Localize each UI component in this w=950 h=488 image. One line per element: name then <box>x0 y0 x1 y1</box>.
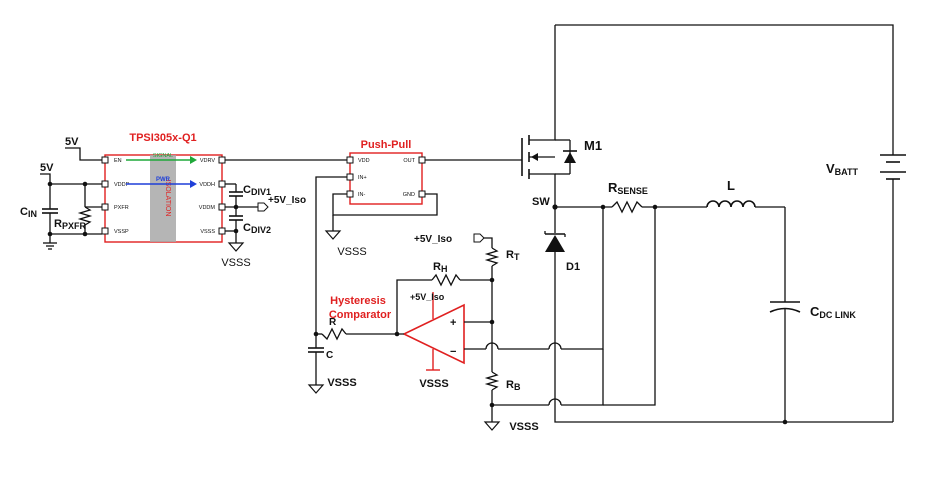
label-vsss-rb: VSSS <box>509 421 538 433</box>
isolation-barrier <box>150 155 176 242</box>
pp-pin-vdd: VDD <box>358 158 370 164</box>
pp-pin-inm: IN- <box>358 192 366 198</box>
rsense-resistor: RSENSE <box>608 180 707 214</box>
pushpull-title: Push-Pull <box>361 139 412 151</box>
svg-text:RT: RT <box>506 249 520 262</box>
label-vsss-iso: VSSS <box>221 257 250 269</box>
label-comparator-supply: +5V_Iso <box>410 292 445 302</box>
rpxfr-resistor: RPXFR <box>54 184 102 234</box>
label-cdiv2: C <box>243 222 251 234</box>
signal-arrow: SIGNAL <box>126 153 197 164</box>
label-cdclink-sub: DC LINK <box>819 310 856 320</box>
label-5v-left: 5V <box>40 162 54 174</box>
ground-symbol-pp: VSSS <box>324 215 367 258</box>
label-cin-sub: IN <box>28 209 37 219</box>
label-rpxfr-sub: PXFR <box>62 221 87 231</box>
iso-pin-en: EN <box>114 158 122 164</box>
ground-symbol-iso: VSSS <box>221 231 251 269</box>
battery-vbatt: VBATT <box>826 154 906 422</box>
label-m1: M1 <box>584 138 602 153</box>
pp-pin-inp: IN+ <box>358 175 367 181</box>
svg-text:CDIV2: CDIV2 <box>243 222 271 235</box>
label-vbatt-sub: BATT <box>835 167 859 177</box>
label-rt: R <box>506 249 514 261</box>
iso-pin-pxfr: PXFR <box>114 205 129 211</box>
label-v5iso-rt: +5V_Iso <box>414 234 452 245</box>
label-rb: R <box>506 379 514 391</box>
label-d1: D1 <box>566 261 580 273</box>
svg-text:RPXFR: RPXFR <box>54 218 86 231</box>
label-rt-sub: T <box>514 252 520 262</box>
svg-text:CDC LINK: CDC LINK <box>810 304 856 320</box>
svg-text:VBATT: VBATT <box>826 161 859 177</box>
iso-pin-vssp: VSSP <box>114 229 129 235</box>
label-cdiv2-sub: DIV2 <box>251 225 271 235</box>
label-cin: C <box>20 206 28 218</box>
label-cdclink: C <box>810 304 820 319</box>
rh-resistor: RH <box>396 261 492 334</box>
label-vsss-c: VSSS <box>327 377 356 389</box>
label-sw: SW <box>532 196 550 208</box>
label-l: L <box>727 178 735 193</box>
label-rh-sub: H <box>441 264 448 274</box>
label-rb-sub: B <box>514 382 521 392</box>
signal-label: SIGNAL <box>153 153 173 159</box>
isolator-title: TPSI305x-Q1 <box>129 132 196 144</box>
c-capacitor: C VSSS <box>307 334 357 394</box>
iso-pin-vdrv: VDRV <box>200 158 216 164</box>
isolation-label: ISOLATION <box>164 180 171 217</box>
label-rh: R <box>433 261 441 273</box>
inductor-l: L <box>706 178 785 208</box>
comparator-minus: − <box>450 346 456 358</box>
iso-pin-vddh: VDDH <box>199 182 215 188</box>
label-rsense-sub: SENSE <box>617 186 648 196</box>
label-5v-top: 5V <box>65 136 79 148</box>
label-comparator-title1: Hysteresis <box>330 295 386 307</box>
comparator: + − +5V_Iso Hysteresis Comparator VSSS <box>329 292 465 390</box>
label-vsss-pp: VSSS <box>337 246 366 258</box>
iso-pin-vddp: VDDP <box>114 182 130 188</box>
power-arrow: PWR <box>126 177 197 188</box>
rt-resistor: RT <box>484 247 520 322</box>
label-vsss-comp: VSSS <box>419 378 448 390</box>
svg-text:RH: RH <box>433 261 447 274</box>
v5iso-output-flag: +5V_Iso <box>257 195 306 212</box>
diode-d1: D1 <box>544 207 580 342</box>
ground-symbol-rb: VSSS <box>483 421 539 433</box>
svg-text:CIN: CIN <box>20 206 37 219</box>
iso-pin-vddm: VDDM <box>199 205 216 211</box>
svg-text:RSENSE: RSENSE <box>608 180 648 196</box>
cdiv2-capacitor: CDIV2 <box>229 207 271 235</box>
label-vbatt: V <box>826 161 835 176</box>
iso-pin-vsss: VSSS <box>200 229 215 235</box>
label-comparator-title2: Comparator <box>329 309 392 321</box>
svg-text:CDIV1: CDIV1 <box>243 184 271 197</box>
comparator-plus: + <box>450 317 456 329</box>
cdclink-capacitor: CDC LINK <box>769 207 856 422</box>
mosfet-m1: M1 <box>521 25 602 207</box>
pushpull-block: Push-Pull VDD IN+ IN- OUT GND <box>346 139 426 205</box>
power-label: PWR <box>156 177 171 183</box>
svg-text:RB: RB <box>506 379 521 392</box>
v5iso-rt-flag: +5V_Iso <box>414 233 493 248</box>
label-c: C <box>326 350 333 361</box>
isolator-block: ISOLATION TPSI305x-Q1 EN VDDP PXFR VSSP … <box>101 132 226 243</box>
label-rpxfr: R <box>54 218 62 230</box>
label-cdiv1: C <box>243 184 251 196</box>
cin-capacitor: CIN <box>20 184 58 234</box>
ground-symbol-cin <box>43 234 57 250</box>
label-v5iso-out: +5V_Iso <box>268 195 306 206</box>
label-rsense: R <box>608 180 618 195</box>
pp-pin-out: OUT <box>403 158 415 164</box>
label-r: R <box>329 317 337 328</box>
pp-pin-gnd: GND <box>403 192 415 198</box>
label-cdiv1-sub: DIV1 <box>251 187 271 197</box>
